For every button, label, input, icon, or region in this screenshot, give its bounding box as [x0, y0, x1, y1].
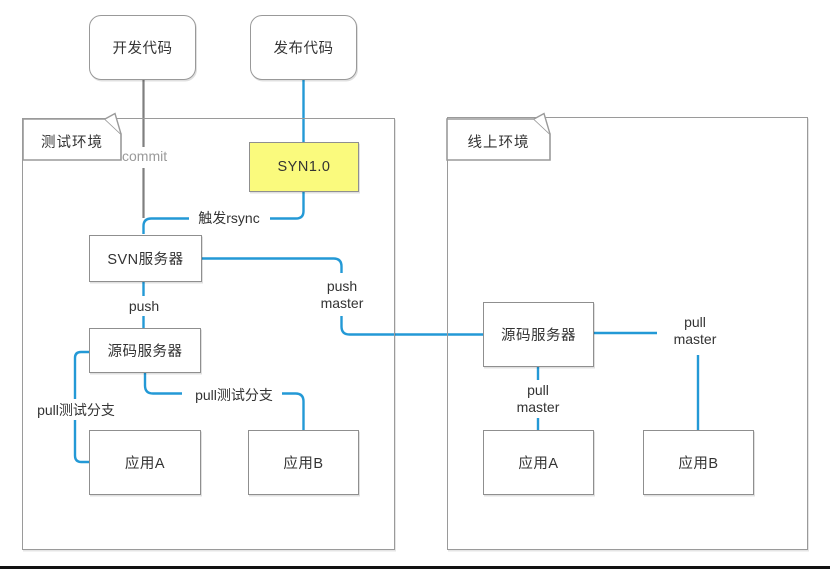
label-pull-test-branch-a: pull测试分支: [32, 402, 120, 418]
online-env-title: 线上环境: [467, 135, 530, 151]
node-source-server-online: 源码服务器: [483, 302, 594, 367]
node-app-a-online: 应用A: [483, 430, 594, 495]
node-svn-server: SVN服务器: [89, 235, 202, 282]
label-trigger-rsync: 触发rsync: [189, 210, 269, 226]
bottom-divider-line: [0, 566, 830, 569]
node-app-b-online: 应用B: [643, 430, 754, 495]
node-syn-version: SYN1.0: [249, 142, 359, 192]
test-env-title: 测试环境: [41, 135, 103, 151]
node-app-a-test: 应用A: [89, 430, 201, 495]
note-shape-online-env: [446, 112, 551, 161]
label-pull-test-branch-b: pull测试分支: [187, 387, 281, 403]
label-push-master: push master: [304, 278, 380, 311]
label-commit: commit: [122, 148, 168, 164]
label-pull-master-b: pull master: [657, 314, 733, 347]
container-online-env: [447, 117, 808, 550]
node-dev-code: 开发代码: [89, 15, 196, 80]
node-release-code: 发布代码: [250, 15, 357, 80]
note-shape-test-env: [22, 112, 122, 161]
node-source-server-test: 源码服务器: [89, 328, 201, 373]
node-app-b-test: 应用B: [248, 430, 359, 495]
container-test-env: [22, 118, 395, 550]
label-pull-master-a: pull master: [500, 382, 576, 415]
label-push: push: [114, 298, 174, 314]
